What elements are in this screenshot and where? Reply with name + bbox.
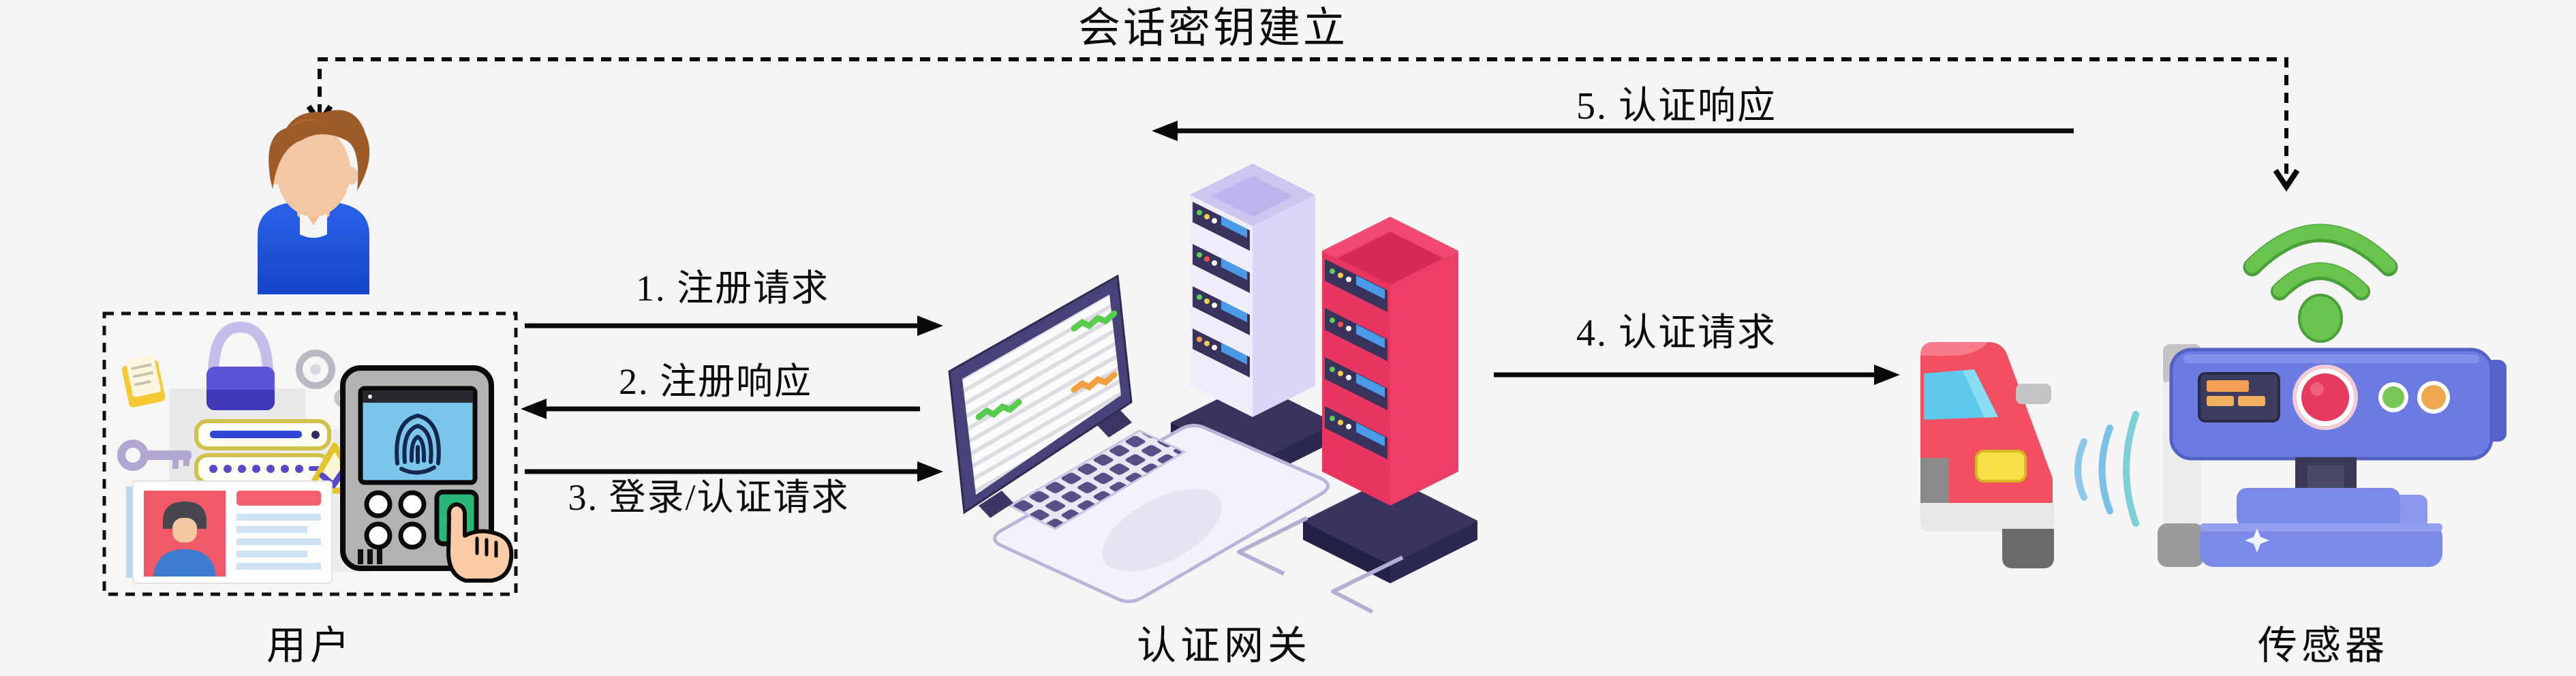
arrow-1-registration-request <box>525 316 943 336</box>
document-icon <box>121 354 166 408</box>
id-card-icon <box>126 480 333 584</box>
fingerprint-scanner-icon <box>340 365 514 583</box>
sparkle-icon <box>2245 528 2269 553</box>
chart-lines-icon <box>975 310 1118 420</box>
credentials-box <box>102 311 518 596</box>
wifi-icon <box>2243 224 2398 343</box>
arrow-4-auth-request <box>1494 365 1900 385</box>
message-label-5: 5. 认证响应 <box>1576 85 1777 127</box>
arrow-3-login-auth-request <box>525 461 943 482</box>
arrow-2-registration-response <box>521 399 920 419</box>
signal-waves-icon <box>2074 411 2139 527</box>
session-key-title: 会话密钥建立 <box>1077 5 1349 52</box>
sensor-camera-icon <box>2158 344 2506 567</box>
laptop-icon <box>948 274 1330 603</box>
message-label-1: 1. 注册请求 <box>636 268 829 309</box>
hand-press-icon <box>446 502 514 583</box>
user-avatar-icon <box>258 110 370 294</box>
message-label-3: 3. 登录/认证请求 <box>568 477 850 518</box>
message-label-4: 4. 认证请求 <box>1576 312 1777 354</box>
server-rack-icon <box>1303 217 1477 583</box>
arrowhead-down-icon <box>2273 168 2300 192</box>
node-label-user: 用户 <box>266 624 354 668</box>
message-arrows <box>521 121 2074 482</box>
arrow-5-auth-response <box>1152 121 2074 141</box>
node-label-sensor: 传感器 <box>2257 624 2389 668</box>
key-icon <box>117 440 191 471</box>
message-label-2: 2. 注册响应 <box>619 361 812 402</box>
fingerprint-icon <box>395 413 441 475</box>
session-key-dashed-link <box>306 57 2300 192</box>
padlock-icon <box>206 321 275 410</box>
node-label-gateway: 认证网关 <box>1136 624 1312 668</box>
car-icon <box>1920 342 2054 568</box>
password-field-icon <box>194 419 331 485</box>
